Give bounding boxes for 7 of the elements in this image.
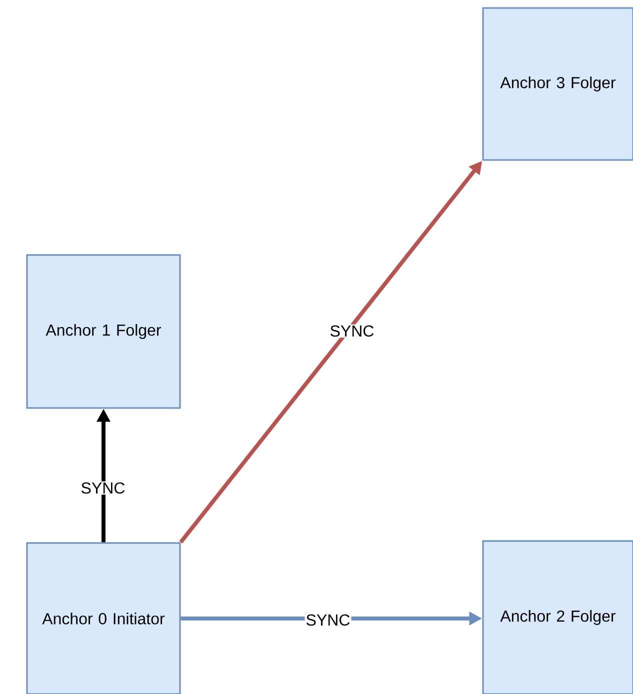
edge-label: SYNC [330, 325, 374, 337]
process-box: Anchor 1 Folger [26, 254, 181, 409]
process-box: Anchor 0 Initiator [26, 542, 181, 694]
edge-label: SYNC [306, 614, 350, 626]
process-box: Anchor 2 Folger [482, 540, 633, 694]
edge-label: SYNC [82, 482, 125, 494]
process-box: Anchor 3 Folger [482, 7, 633, 161]
